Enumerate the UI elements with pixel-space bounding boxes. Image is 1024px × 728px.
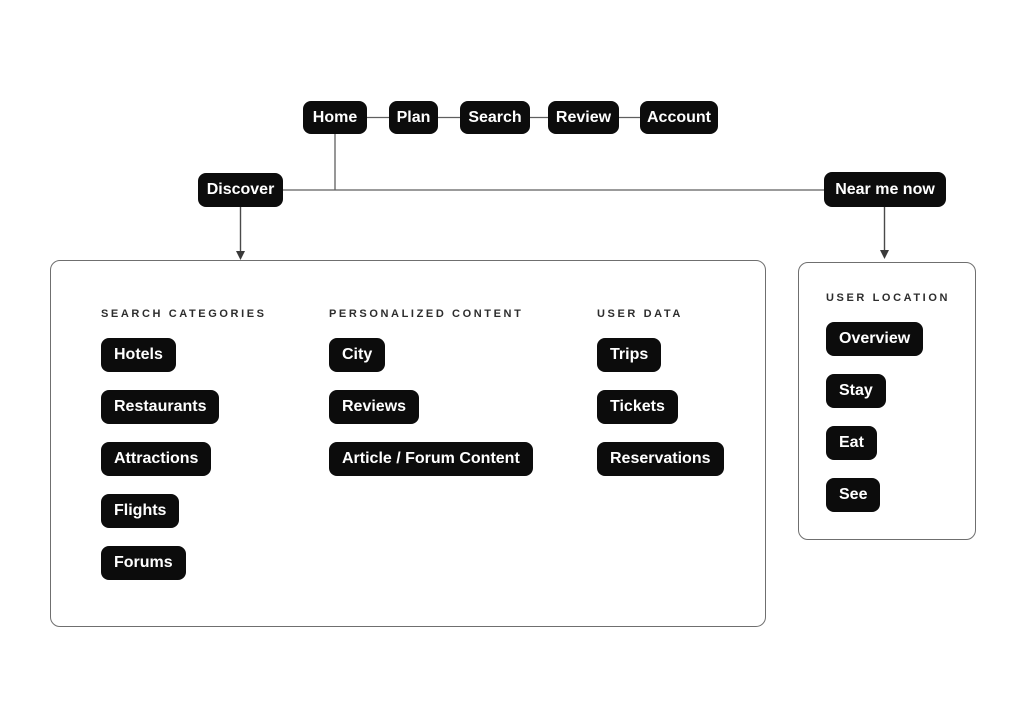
nav-item-search[interactable]: Search — [460, 101, 530, 134]
group-header-search-categories: SEARCH CATEGORIES — [101, 308, 267, 320]
group-user-location: USER LOCATION Overview Stay Eat See — [826, 291, 950, 530]
discover-panel: SEARCH CATEGORIES Hotels Restaurants Att… — [50, 260, 766, 627]
group-header-user-data: USER DATA — [597, 308, 683, 320]
button-forums[interactable]: Forums — [101, 546, 186, 580]
nav-item-plan[interactable]: Plan — [389, 101, 438, 134]
nav-item-review[interactable]: Review — [548, 101, 619, 134]
button-overview[interactable]: Overview — [826, 322, 924, 356]
group-header-personalized-content: PERSONALIZED CONTENT — [329, 308, 524, 320]
button-see[interactable]: See — [826, 478, 881, 512]
node-near-me-now[interactable]: Near me now — [824, 172, 946, 207]
group-personalized-content: PERSONALIZED CONTENT City Reviews Articl… — [329, 307, 533, 494]
group-header-user-location: USER LOCATION — [826, 292, 951, 304]
button-attractions[interactable]: Attractions — [101, 442, 212, 476]
button-eat[interactable]: Eat — [826, 426, 877, 460]
button-reviews[interactable]: Reviews — [329, 390, 420, 424]
button-restaurants[interactable]: Restaurants — [101, 390, 220, 424]
user-location-panel: USER LOCATION Overview Stay Eat See — [798, 262, 976, 540]
button-flights[interactable]: Flights — [101, 494, 180, 528]
button-reservations[interactable]: Reservations — [597, 442, 724, 476]
nearme-arrowhead — [880, 250, 889, 259]
group-user-data: USER DATA Trips Tickets Reservations — [597, 307, 724, 494]
discover-arrowhead — [236, 251, 245, 260]
button-trips[interactable]: Trips — [597, 338, 662, 372]
button-city[interactable]: City — [329, 338, 386, 372]
nav-item-home[interactable]: Home — [303, 101, 367, 134]
button-hotels[interactable]: Hotels — [101, 338, 176, 372]
nav-item-account[interactable]: Account — [640, 101, 718, 134]
node-discover[interactable]: Discover — [198, 173, 283, 207]
button-stay[interactable]: Stay — [826, 374, 886, 408]
group-search-categories: SEARCH CATEGORIES Hotels Restaurants Att… — [101, 307, 267, 598]
button-article-forum-content[interactable]: Article / Forum Content — [329, 442, 533, 476]
button-tickets[interactable]: Tickets — [597, 390, 678, 424]
